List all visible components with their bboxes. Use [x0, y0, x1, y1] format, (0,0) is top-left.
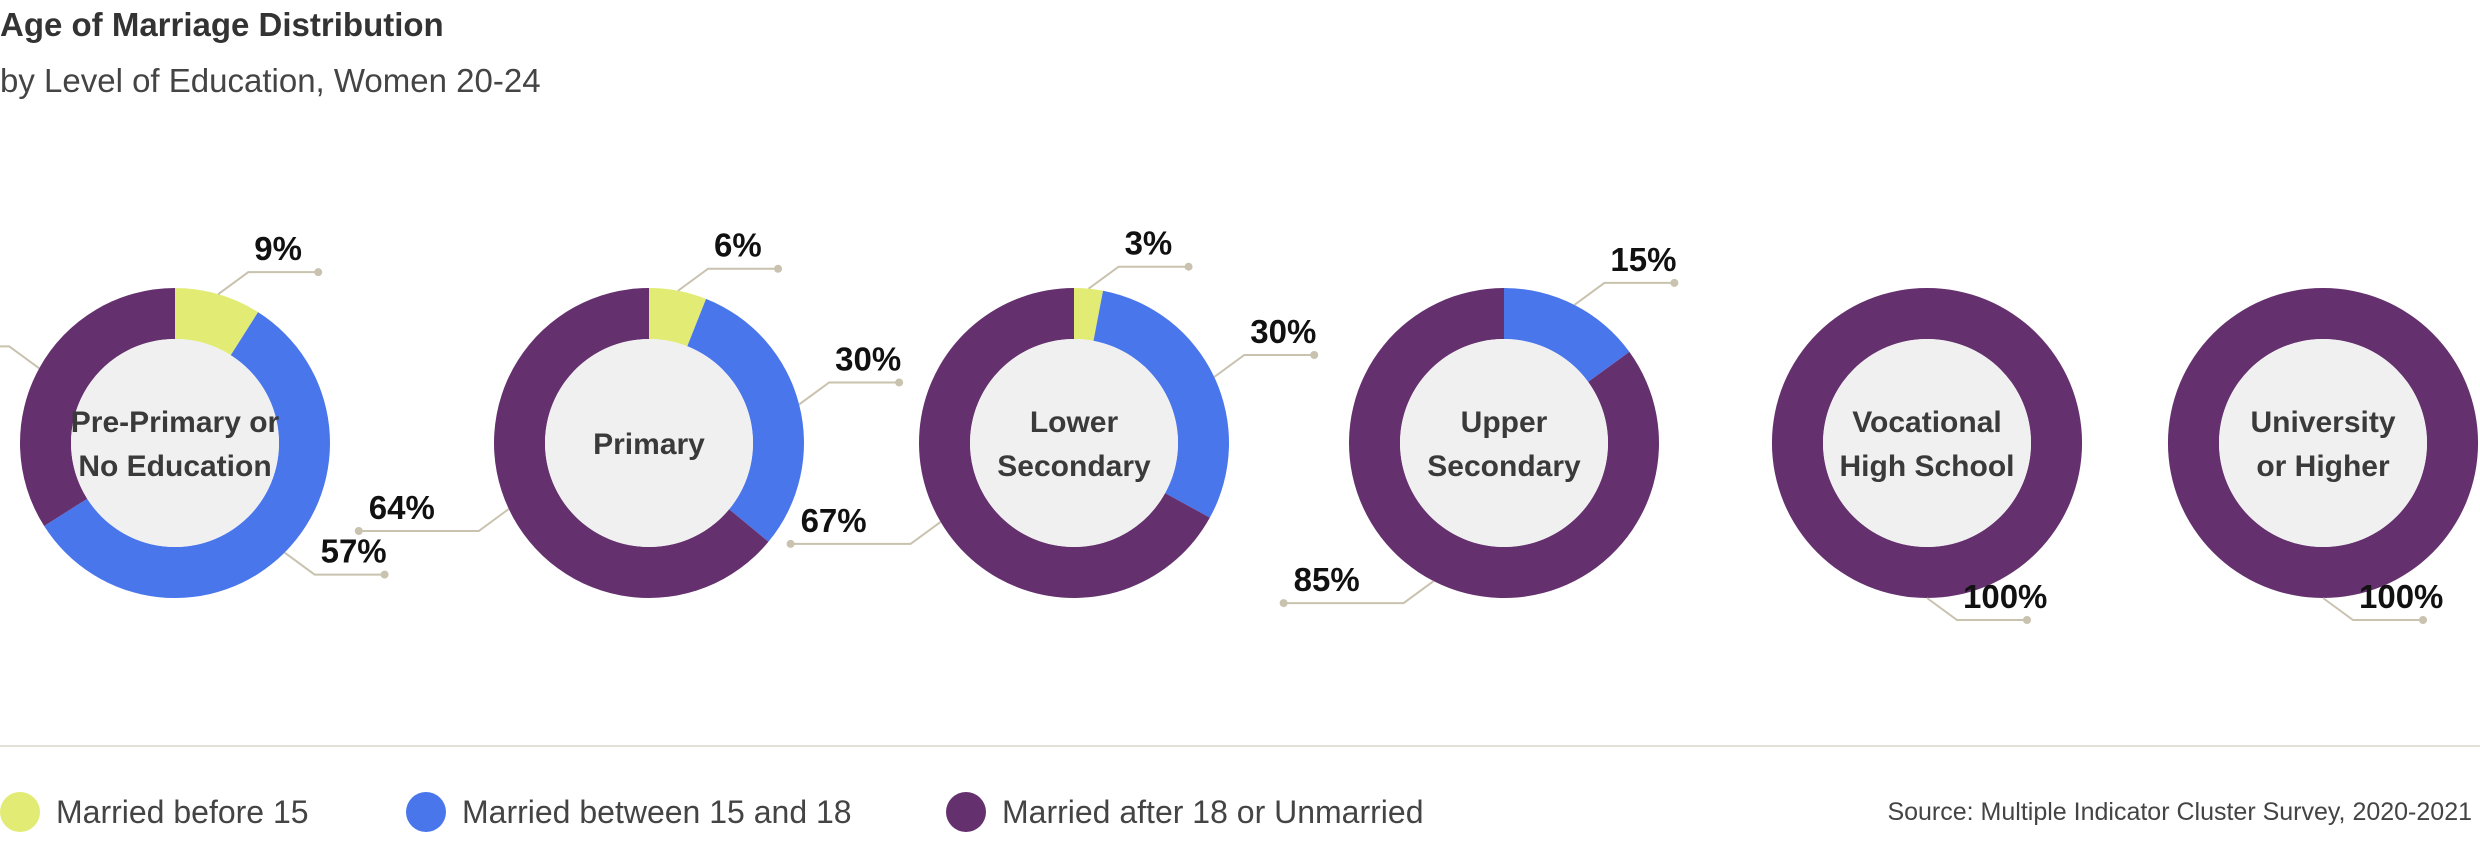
donut-segment-before15	[649, 288, 707, 347]
leader-dot	[1184, 262, 1193, 271]
category-label: Pre-Primary or	[71, 406, 280, 439]
category-label: Secondary	[1427, 450, 1581, 483]
leader-line	[677, 267, 779, 292]
source-note: Source: Multiple Indicator Cluster Surve…	[1887, 798, 2472, 826]
leader-line	[1573, 281, 1675, 306]
donut-segment-after18	[918, 288, 1210, 598]
donut-segment-before15	[1074, 288, 1104, 341]
leader-dot	[2023, 616, 2031, 624]
category-label: Lower	[1030, 406, 1119, 439]
leader-line	[1087, 265, 1189, 290]
leader-dot	[314, 268, 323, 277]
leader-dot	[380, 570, 389, 579]
donut-2: 6% 30% 64% Primary	[354, 227, 904, 599]
donut-segment-after18	[1771, 287, 2083, 598]
category-label: or Higher	[2256, 450, 2390, 483]
donut-segment-between15and18	[1093, 290, 1229, 518]
category-label: University	[2250, 406, 2395, 439]
leader-line	[2322, 597, 2423, 621]
category-label: Vocational	[1852, 406, 2001, 439]
legend-label: Married after 18 or Unmarried	[1002, 793, 1424, 830]
donut-6: 100% University or Higher	[2167, 287, 2479, 624]
leader-dot	[1310, 351, 1319, 360]
value-label: 9%	[254, 230, 302, 267]
category-label: Primary	[593, 428, 705, 461]
category-label: High School	[1840, 450, 2015, 483]
leader-dot	[2419, 616, 2427, 624]
donut-segment-after18	[493, 288, 769, 599]
value-label: 57%	[321, 533, 387, 570]
value-label: 15%	[1610, 241, 1676, 278]
leader-line	[1926, 597, 2027, 621]
leader-line	[798, 381, 900, 406]
category-label: Secondary	[997, 450, 1151, 483]
value-label: 100%	[2359, 578, 2443, 615]
donut-segment-after18	[1349, 288, 1659, 598]
value-label: 30%	[835, 340, 901, 377]
donut-segment-between15and18	[44, 312, 330, 598]
chart-subtitle: by Level of Education, Women 20-24	[0, 62, 541, 99]
chart-title: Age of Marriage Distribution	[0, 6, 444, 43]
value-label: 3%	[1125, 225, 1173, 262]
value-label: 6%	[714, 227, 762, 264]
leader-dot	[895, 378, 904, 387]
leader-line	[1283, 580, 1435, 605]
donut-center	[2219, 339, 2427, 547]
leader-line	[358, 508, 510, 532]
value-label: 67%	[801, 502, 867, 539]
legend-swatch-after18	[946, 792, 986, 832]
leader-dot	[786, 539, 795, 548]
donut-segment-between15and18	[687, 298, 804, 542]
legend-swatch-between15and18	[406, 792, 446, 832]
donut-center	[1400, 339, 1608, 547]
leader-dot	[354, 526, 363, 535]
donut-segment-after18	[20, 288, 176, 527]
legend-item-before15: Married before 15	[0, 792, 309, 832]
donut-center	[970, 339, 1178, 547]
leader-dot	[774, 264, 783, 273]
legend-swatch-before15	[0, 792, 40, 832]
leader-line	[1213, 354, 1315, 378]
leader-line	[0, 345, 40, 370]
leader-dot	[1670, 278, 1679, 287]
leader-line	[790, 521, 942, 545]
legend-label: Married before 15	[56, 793, 309, 830]
category-label: No Education	[78, 450, 271, 483]
donut-segment-after18	[2167, 287, 2479, 598]
divider	[0, 745, 2480, 747]
value-label: 85%	[1294, 561, 1360, 598]
legend-item-between15and18: Married between 15 and 18	[406, 792, 852, 832]
donut-center	[1823, 339, 2031, 547]
donut-segment-between15and18	[1504, 288, 1630, 382]
leader-line	[217, 271, 319, 295]
donut-segment-before15	[175, 288, 259, 356]
legend-label: Married between 15 and 18	[462, 793, 852, 830]
value-label: 30%	[1250, 313, 1316, 350]
donut-center	[545, 339, 753, 547]
legend-item-after18: Married after 18 or Unmarried	[946, 792, 1423, 832]
category-label: Upper	[1461, 406, 1548, 439]
leader-line	[284, 551, 385, 576]
value-label: 64%	[369, 489, 435, 526]
value-label: 100%	[1963, 578, 2047, 615]
donut-center	[71, 339, 279, 547]
leader-dot	[1279, 599, 1288, 608]
